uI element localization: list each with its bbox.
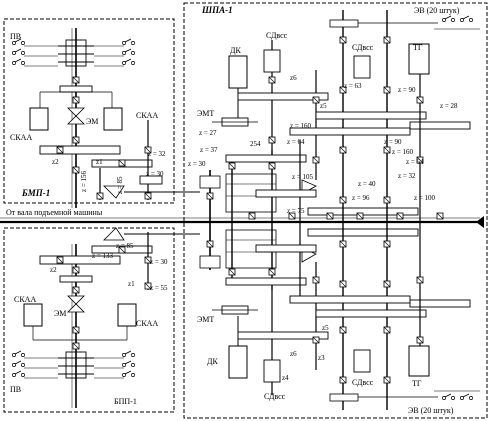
gear-label-z30c: z = 30 [188, 160, 206, 168]
bmp-mechanism [11, 28, 200, 208]
gear-label-z40: z = 40 [358, 180, 376, 188]
label-sd-top2: СДвсс [352, 43, 374, 52]
gear-label-z37: z = 37 [200, 146, 218, 154]
gear-label-z2a: z2 [52, 158, 59, 166]
label-em-bottom: ЭМ [54, 309, 66, 318]
label-skaa-tr: СКАА [136, 111, 158, 120]
gear-label-z85a: z = 85 [116, 176, 124, 194]
block-title-shpa: ШПА-1 [201, 5, 233, 15]
gear-label-z63: z = 63 [344, 82, 362, 90]
label-pv-bottom: ПВ [10, 385, 21, 394]
gear-label-z1b: z1 [128, 280, 135, 288]
gear-label-z30a: z = 30 [146, 170, 164, 178]
gear-label-z64a: z = 64 [287, 138, 305, 146]
gear-label-z6b: z6 [290, 350, 297, 358]
gear-label-z32b: z = 32 [398, 172, 416, 180]
gear-label-z133: z = 133 [92, 252, 114, 260]
block-bmp-border [3, 18, 175, 204]
gear-label-z5: z5 [320, 102, 327, 110]
block-shpa-border [183, 2, 488, 419]
label-tg-top: ТГ [413, 43, 423, 52]
gear-label-z156: z = 156 [80, 170, 88, 192]
gear-label-z2b: z2 [50, 266, 57, 274]
main-input-shaft [0, 216, 484, 228]
label-skaa-br: СКАА [136, 319, 158, 328]
label-emt-bottom: ЭМТ [197, 315, 214, 324]
label-skaa-tl: СКАА [10, 133, 32, 142]
bpp-mechanism [11, 227, 200, 408]
block-title-bpp: БПП-1 [114, 397, 137, 406]
gear-label-z90a: z = 90 [398, 86, 416, 94]
gear-label-z1a: z1 [96, 158, 103, 166]
label-tg-bottom: ТГ [412, 379, 422, 388]
label-dk-top: ДК [230, 46, 241, 55]
gear-label-z75: z = 75 [287, 207, 305, 215]
gear-label-z105: z = 105 [292, 173, 314, 181]
block-title-bmp: БМП-1 [21, 188, 50, 198]
gear-label-z96: z = 96 [352, 194, 370, 202]
label-sd-top1: СДвсс [266, 31, 288, 40]
label-sd-bot1: СДвсс [264, 392, 286, 401]
gear-label-z254: 254 [250, 140, 261, 148]
block-bpp-border [3, 227, 175, 413]
gear-label-z28: z = 28 [440, 102, 458, 110]
gear-label-z90b: z = 90 [384, 138, 402, 146]
gear-label-z3: z3 [318, 354, 325, 362]
gear-label-z55: z = 55 [150, 284, 168, 292]
label-pv-top: ПВ [10, 32, 21, 41]
gear-label-z160b: z = 160 [392, 148, 414, 156]
gear-label-z85b: z = 85 [116, 242, 134, 250]
label-from-shaft: От вала подъемной машины [6, 208, 103, 217]
gear-label-z27: z = 27 [199, 129, 217, 137]
label-ev-bottom: ЭВ (20 штук) [408, 406, 454, 415]
gear-label-z4: z4 [282, 374, 289, 382]
gear-label-z64b: z = 64 [406, 158, 424, 166]
gear-label-z30b: z = 30 [150, 258, 168, 266]
gear-label-z5b: z5 [322, 324, 329, 332]
label-emt-top: ЭМТ [197, 109, 214, 118]
gear-label-z160a: z = 160 [290, 122, 312, 130]
gear-label-z32a: z = 32 [148, 150, 166, 158]
label-em-top: ЭМ [86, 117, 98, 126]
label-ev-top: ЭВ (20 штук) [414, 6, 460, 15]
label-skaa-bl: СКАА [14, 295, 36, 304]
gear-label-z100: z = 100 [414, 194, 436, 202]
shpa-mechanism [199, 10, 480, 410]
gear-label-z6: z6 [290, 74, 297, 82]
label-sd-bot2: СДвсс [352, 378, 374, 387]
label-dk-bottom: ДК [207, 357, 218, 366]
